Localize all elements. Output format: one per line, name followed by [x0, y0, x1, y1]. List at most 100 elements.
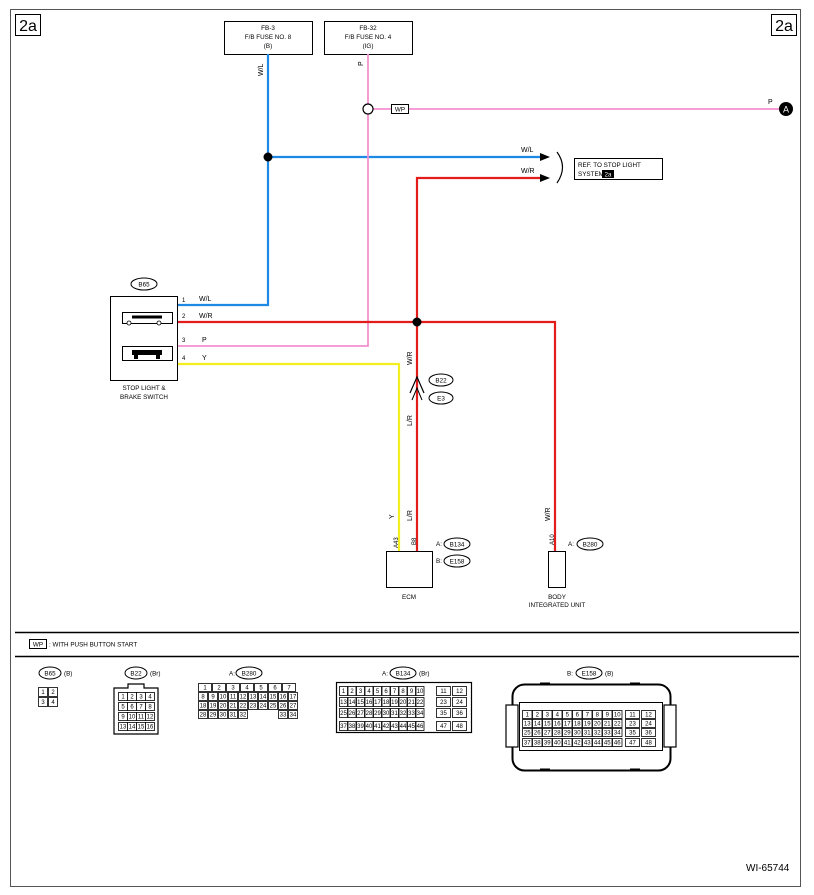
svg-text:WP: WP	[395, 107, 405, 114]
svg-text:(B): (B)	[264, 43, 272, 50]
b22-cell-label: 7	[139, 705, 143, 711]
b134-cell-label: 47	[440, 724, 447, 730]
b134-cell	[381, 708, 391, 718]
b134-cell	[339, 697, 348, 707]
b134-cell-label: 35	[440, 711, 447, 717]
b280-cell-label: 2	[217, 686, 221, 692]
b134-cell-label: 2	[350, 689, 354, 695]
e158-cell	[552, 719, 563, 728]
e158-cell-label: 48	[645, 741, 652, 747]
e158-cell	[612, 719, 623, 728]
e158-cell-label: 1	[526, 713, 530, 719]
b280-cell-label: 4	[245, 686, 249, 692]
b22-cell-label: 14	[129, 725, 136, 731]
page-frame	[10, 9, 801, 887]
b134-cell	[347, 708, 357, 718]
b134-cell-label: 24	[456, 700, 463, 706]
figure-id: WI-65744	[746, 863, 790, 874]
b22-cell-label: 5	[121, 705, 125, 711]
b134-cell-label: 14	[349, 700, 356, 706]
wire-wr	[178, 320, 557, 551]
b280-cell	[218, 692, 228, 701]
e158-cell-label: 43	[584, 741, 591, 747]
b280-cell	[218, 701, 228, 710]
svg-text:B22: B22	[435, 378, 447, 385]
b22-cell-label: 3	[139, 695, 143, 701]
b280-cell	[208, 701, 218, 710]
wire-p	[178, 54, 369, 347]
b134-cell	[415, 686, 425, 696]
b134-cell	[436, 697, 451, 707]
e158-cell	[572, 728, 583, 737]
wp-tag: WP	[391, 104, 409, 114]
b134-cell-label: 22	[417, 700, 424, 706]
svg-text:E3: E3	[437, 396, 445, 403]
e158-cell-label: 8	[596, 713, 600, 719]
e158-cell	[641, 738, 656, 747]
svg-text:B65: B65	[138, 282, 150, 289]
b65-cell-label: 2	[51, 690, 55, 696]
b280-cell	[208, 692, 218, 701]
b22-cell	[145, 722, 155, 731]
e158-cell	[572, 719, 583, 728]
e158-cell	[582, 710, 593, 719]
b134-cell-label: 3	[359, 689, 363, 695]
e158-cell	[542, 728, 553, 737]
b280-cell-label: 17	[290, 695, 297, 701]
section-tag-left: 2a	[15, 14, 41, 36]
svg-text:1: 1	[182, 298, 186, 304]
e158-cell	[552, 738, 563, 747]
b65-cell-label: 3	[41, 700, 45, 706]
e158-cell	[552, 710, 563, 719]
b280-cell-label: 11	[230, 695, 237, 701]
e158-cell-label: 25	[524, 731, 531, 737]
e158-cell-label: 30	[574, 731, 581, 737]
b280-cell-label: 7	[287, 686, 291, 692]
svg-text:P: P	[358, 61, 365, 66]
b134-cell-label: 30	[383, 711, 390, 717]
b280-cell-label: 12	[240, 695, 247, 701]
b134-cell-label: 17	[374, 700, 381, 706]
svg-text:(Br): (Br)	[150, 671, 161, 678]
svg-text:A:: A:	[568, 541, 574, 548]
b280-cell	[282, 683, 296, 692]
e158-cell-label: 10	[614, 713, 621, 719]
svg-text:2a: 2a	[19, 18, 37, 35]
b280-cell	[258, 692, 268, 701]
svg-text:(B): (B)	[64, 671, 72, 678]
b280-cell-label: 19	[210, 704, 217, 710]
b280-cell	[288, 701, 298, 710]
e158-cell-label: 46	[614, 741, 621, 747]
e158-cell-label: 45	[604, 741, 611, 747]
svg-text:SYSTEM: SYSTEM	[578, 171, 604, 178]
b280-cell-label: 5	[259, 686, 263, 692]
e158-cell	[582, 728, 593, 737]
e158-cell	[572, 710, 583, 719]
e158-cell	[612, 738, 623, 747]
b280-cell	[248, 692, 258, 701]
svg-text:E158: E158	[582, 671, 597, 678]
b134-cell-label: 28	[366, 711, 373, 717]
b134-cell	[415, 721, 425, 731]
e158-cell-label: 34	[614, 731, 621, 737]
e158-cell	[562, 728, 573, 737]
svg-text:B134: B134	[450, 542, 465, 549]
connector-a: A	[779, 102, 793, 116]
b22-cell-label: 8	[148, 705, 152, 711]
e158-cell-label: 14	[534, 722, 541, 728]
svg-text:FB-32: FB-32	[359, 25, 377, 32]
e158-cell	[522, 710, 533, 719]
e158-cell-label: 24	[645, 722, 652, 728]
b134-cell	[398, 686, 408, 696]
b280-cell-label: 25	[270, 704, 277, 710]
svg-text:BODY: BODY	[548, 594, 567, 601]
b280-cell	[254, 683, 268, 692]
b134-cell	[415, 708, 425, 718]
b134-cell	[390, 721, 399, 731]
b280-cell	[228, 692, 238, 701]
e158-cell	[625, 728, 640, 737]
b65-cell-label: 4	[51, 700, 55, 706]
e158-cell	[542, 738, 553, 747]
